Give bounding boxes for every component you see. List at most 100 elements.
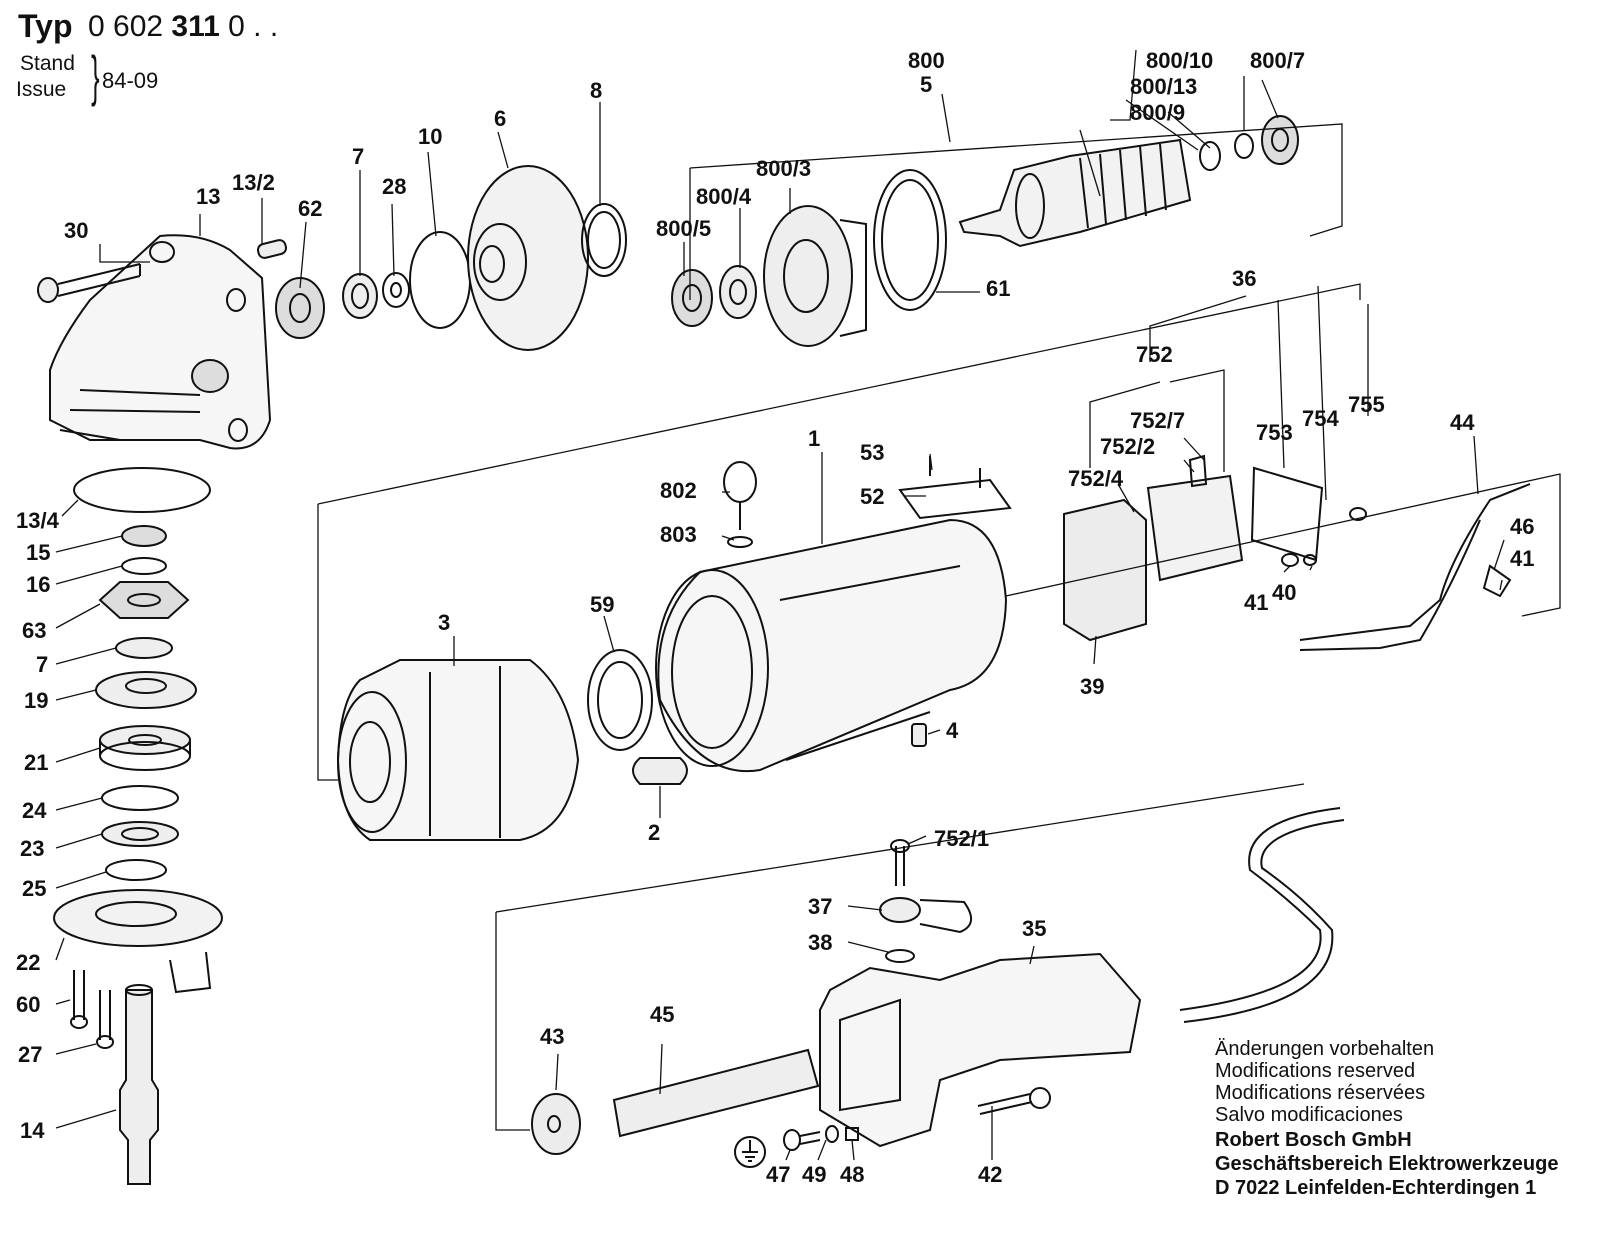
fan-800-3 [763, 205, 867, 347]
plate-753 [1250, 466, 1324, 562]
part-label: 28 [382, 174, 406, 199]
plate-52 [898, 456, 1012, 520]
part-label: 22 [16, 950, 40, 975]
bearing-7-stack [115, 637, 173, 659]
oring-13-4 [73, 467, 211, 513]
screw-30 [37, 263, 141, 303]
brace-glyph: } [91, 44, 100, 107]
flange-22 [53, 889, 223, 994]
note-en: Modifications reserved [1215, 1060, 1416, 1082]
issue-date: 84-09 [102, 68, 159, 93]
company-address: D 7022 Leinfelden-Echterdingen 1 [1215, 1177, 1537, 1199]
part-label: 8 [590, 78, 602, 103]
bevel-gear-63 [98, 581, 190, 619]
motor-housing-1 [655, 518, 1008, 773]
part-label: 41 [1510, 546, 1534, 571]
cable-44 [1299, 483, 1531, 651]
part-label: 754 [1302, 406, 1339, 431]
handle-35 [819, 952, 1142, 1148]
part-label: 45 [650, 1002, 674, 1027]
part-label: 41 [1244, 590, 1268, 615]
part-label: 63 [22, 618, 46, 643]
type-number-prefix: 0 602 [88, 10, 172, 43]
company-name: Robert Bosch GmbH [1215, 1129, 1412, 1151]
part-label: 39 [1080, 674, 1104, 699]
part-label: 35 [1022, 916, 1046, 941]
lever-37 [879, 897, 972, 934]
washer-803 [727, 536, 753, 548]
washer-28 [382, 272, 410, 308]
part-label: 800/3 [756, 156, 811, 181]
armature-end-parts [1199, 115, 1299, 171]
part-label: 16 [26, 572, 50, 597]
part-label: 752/2 [1100, 434, 1155, 459]
type-number-suffix: 0 . . [219, 10, 279, 43]
part-label: 27 [18, 1042, 42, 1067]
part-label: 5 [920, 72, 932, 97]
part-label: 24 [22, 798, 47, 823]
screw-4 [911, 723, 927, 747]
part-label: 62 [298, 196, 322, 221]
ground-symbol-icon [734, 1136, 766, 1168]
part-label: 49 [802, 1162, 826, 1187]
part-label: 7 [36, 652, 48, 677]
washer-38 [885, 949, 915, 963]
part-label: 13 [196, 184, 220, 209]
part-label: 19 [24, 688, 48, 713]
part-label: 10 [418, 124, 442, 149]
part-label: 36 [1232, 266, 1256, 291]
part-labels: 30 13 13/2 62 7 28 10 6 8 800 5 800/10 8… [16, 48, 1534, 1187]
part-label: 803 [660, 522, 697, 547]
part-label: 47 [766, 1162, 790, 1187]
part-label: 13/2 [232, 170, 275, 195]
filter-39 [1063, 498, 1147, 642]
screws-47-49-48 [783, 1125, 859, 1151]
part-label: 42 [978, 1162, 1002, 1187]
part-label: 800 [908, 48, 945, 73]
part-label: 25 [22, 876, 46, 901]
part-label: 800/13 [1130, 74, 1197, 99]
part-label: 23 [20, 836, 44, 861]
modification-notes: Änderungen vorbehalten Modifications res… [1215, 1038, 1434, 1126]
baffle-ring-61 [873, 169, 947, 311]
part-label: 40 [1272, 580, 1296, 605]
assembly-frames [317, 123, 1561, 1131]
part-label: 800/4 [696, 184, 752, 209]
bearing-800-4 [719, 265, 757, 319]
company-block: Robert Bosch GmbH Geschäftsbereich Elekt… [1215, 1128, 1558, 1200]
part-label: 2 [648, 820, 660, 845]
part-label: 800/9 [1130, 100, 1185, 125]
leader-lines [55, 49, 1505, 1161]
flange-19 [95, 671, 197, 709]
washer-25 [105, 859, 167, 881]
field-winding-3 [336, 659, 580, 841]
oring-10 [409, 231, 471, 329]
part-label: 752 [1136, 342, 1173, 367]
pin-13-2 [256, 239, 288, 259]
part-label: 15 [26, 540, 50, 565]
part-label: 3 [438, 610, 450, 635]
washer-16 [121, 557, 167, 575]
grommet-2 [632, 757, 688, 785]
part-label: 38 [808, 930, 832, 955]
type-number-bold: 311 [171, 10, 220, 43]
company-division: Geschäftsbereich Elektrowerkzeuge [1215, 1153, 1559, 1175]
part-label: 752/7 [1130, 408, 1185, 433]
part-label: 61 [986, 276, 1010, 301]
part-label: 802 [660, 478, 697, 503]
gear-head-housing [49, 234, 272, 450]
bevel-pinion-62 [275, 277, 325, 339]
part-label: 30 [64, 218, 88, 243]
part-label: 59 [590, 592, 614, 617]
seal-23 [101, 821, 179, 847]
screws-41-40-755 [1281, 507, 1367, 567]
part-label: 44 [1450, 410, 1475, 435]
spacer-45 [612, 1048, 820, 1138]
ring-8 [581, 203, 627, 277]
grip-43 [531, 1093, 581, 1155]
ring-59 [587, 649, 653, 751]
part-label: 46 [1510, 514, 1534, 539]
part-label: 800/10 [1146, 48, 1213, 73]
stand-label: Stand [20, 52, 75, 75]
